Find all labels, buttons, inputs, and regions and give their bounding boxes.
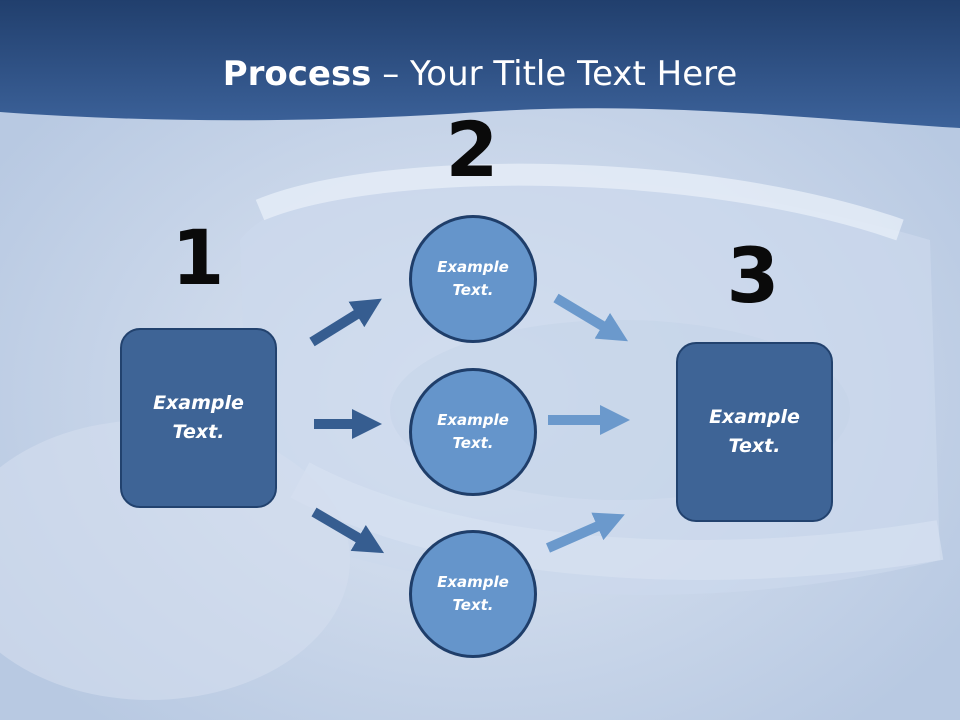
step-number-1: 1 [171, 213, 225, 302]
circle-top-label: Example Text. [437, 258, 509, 299]
step-number-3: 3 [726, 231, 780, 320]
end-box-label: Example Text. [709, 406, 800, 457]
arrow-top-to-3 [553, 293, 629, 342]
start-box: Example Text. [120, 328, 277, 508]
circle-top: Example Text. [409, 215, 537, 343]
slide-title: Process – Your Title Text Here [0, 50, 960, 98]
arrow-1-to-bottom [311, 507, 385, 554]
arrow-bottom-to-3 [545, 512, 625, 553]
title-rest: – Your Title Text Here [371, 54, 738, 94]
end-box: Example Text. [676, 342, 833, 522]
header-band [0, 0, 960, 128]
start-box-label: Example Text. [153, 392, 244, 443]
circle-middle-label: Example Text. [437, 411, 509, 452]
arrow-1-to-top [309, 298, 382, 347]
step-number-2: 2 [445, 105, 499, 194]
title-bold: Process [222, 54, 372, 94]
circle-bottom: Example Text. [409, 530, 537, 658]
circle-bottom-label: Example Text. [437, 573, 509, 614]
circle-middle: Example Text. [409, 368, 537, 496]
